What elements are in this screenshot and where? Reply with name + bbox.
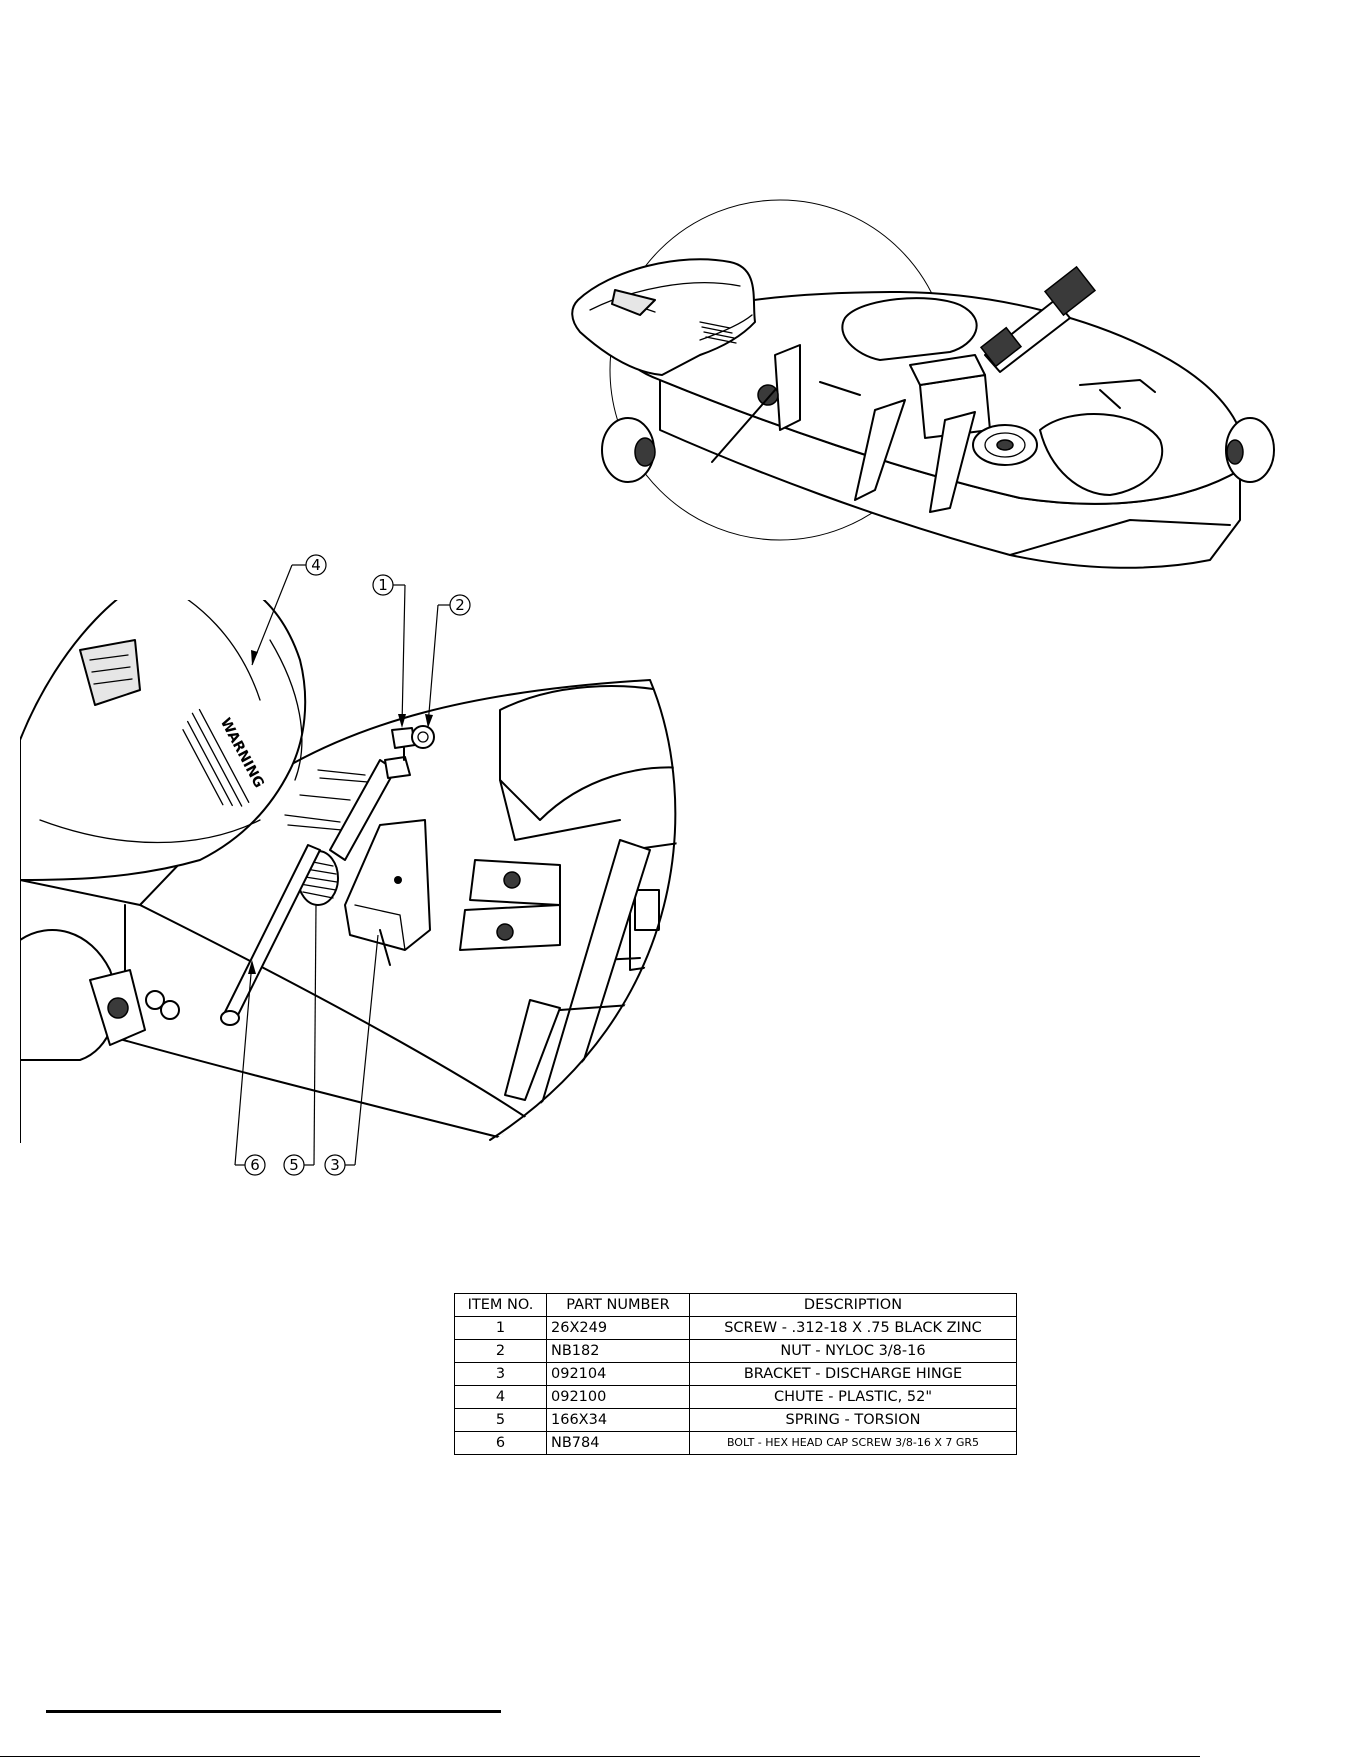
table-row: 2 NB182 NUT - NYLOC 3/8-16 <box>455 1340 1017 1363</box>
svg-text:1: 1 <box>378 576 388 594</box>
header-description: DESCRIPTION <box>690 1294 1017 1317</box>
footer-rule <box>46 1710 501 1713</box>
svg-text:6: 6 <box>250 1156 260 1174</box>
cell-part: 26X249 <box>547 1317 690 1340</box>
cell-item: 4 <box>455 1386 547 1409</box>
page-bottom-rule <box>0 1756 1200 1757</box>
table-row: 3 092104 BRACKET - DISCHARGE HINGE <box>455 1363 1017 1386</box>
nut-item-2 <box>412 726 434 748</box>
cell-part: 092100 <box>547 1386 690 1409</box>
table-row: 5 166X34 SPRING - TORSION <box>455 1409 1017 1432</box>
overview-wheel-left <box>602 418 655 482</box>
bolt-head <box>385 757 410 778</box>
cell-desc: BOLT - HEX HEAD CAP SCREW 3/8-16 X 7 GR5 <box>690 1432 1017 1455</box>
cell-part: 166X34 <box>547 1409 690 1432</box>
cell-desc: BRACKET - DISCHARGE HINGE <box>690 1363 1017 1386</box>
cell-part: NB182 <box>547 1340 690 1363</box>
header-item-no: ITEM NO. <box>455 1294 547 1317</box>
cell-part: 092104 <box>547 1363 690 1386</box>
callout-1: 1 <box>373 575 406 728</box>
cell-part: NB784 <box>547 1432 690 1455</box>
svg-text:2: 2 <box>455 596 465 614</box>
cell-desc: CHUTE - PLASTIC, 52" <box>690 1386 1017 1409</box>
cell-item: 3 <box>455 1363 547 1386</box>
cell-desc: NUT - NYLOC 3/8-16 <box>690 1340 1017 1363</box>
deck-cover-left <box>842 298 976 360</box>
table-row: 1 26X249 SCREW - .312-18 X .75 BLACK ZIN… <box>455 1317 1017 1340</box>
detail-view: WARNING <box>20 570 700 1160</box>
cell-desc: SPRING - TORSION <box>690 1409 1017 1432</box>
overview-pulley <box>973 425 1037 465</box>
table-row: 6 NB784 BOLT - HEX HEAD CAP SCREW 3/8-16… <box>455 1432 1017 1455</box>
bill-of-materials-table: ITEM NO. PART NUMBER DESCRIPTION 1 26X24… <box>454 1293 1017 1455</box>
svg-text:4: 4 <box>311 556 321 574</box>
cell-item: 2 <box>455 1340 547 1363</box>
svg-text:3: 3 <box>330 1156 340 1174</box>
overview-hinge-bracket <box>775 345 800 430</box>
overview-mower-deck <box>572 200 1274 568</box>
cell-desc: SCREW - .312-18 X .75 BLACK ZINC <box>690 1317 1017 1340</box>
svg-text:5: 5 <box>289 1156 299 1174</box>
table-header-row: ITEM NO. PART NUMBER DESCRIPTION <box>455 1294 1017 1317</box>
cell-item: 6 <box>455 1432 547 1455</box>
header-part-number: PART NUMBER <box>547 1294 690 1317</box>
cell-item: 5 <box>455 1409 547 1432</box>
table-row: 4 092100 CHUTE - PLASTIC, 52" <box>455 1386 1017 1409</box>
cell-item: 1 <box>455 1317 547 1340</box>
overview-wheel-right <box>1226 418 1274 482</box>
